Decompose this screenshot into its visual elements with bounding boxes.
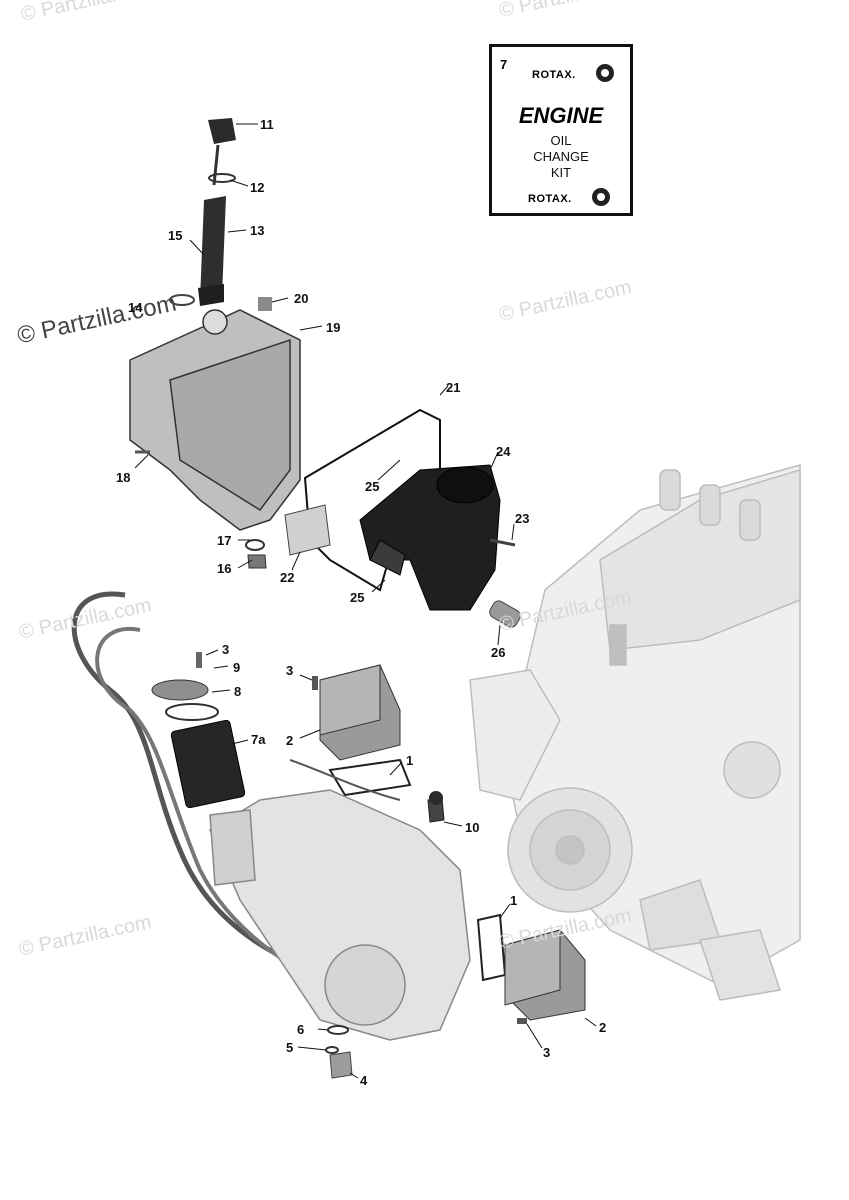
callout-label: 6 <box>297 1022 305 1037</box>
callout-label: 15 <box>168 228 183 243</box>
oil-change-kit-label: 7 ROTAX. ENGINE OIL CHANGE KIT ROTAX. <box>489 44 633 216</box>
callout-label: 5 <box>286 1040 294 1055</box>
engine-cover <box>129 309 301 531</box>
callout-label: 2 <box>599 1020 607 1035</box>
callout-label: 16 <box>217 561 232 576</box>
callout-label: 8 <box>234 684 242 699</box>
callout-label: 11 <box>260 117 274 132</box>
callout-label: 21 <box>446 380 461 395</box>
callout-label: 24 <box>496 444 511 459</box>
callout-label: 23 <box>515 511 530 526</box>
kit-line: OIL <box>550 133 572 148</box>
callout-label: 4 <box>360 1073 368 1088</box>
oil-cooler-lower <box>504 929 586 1021</box>
callout-label: 3 <box>286 663 294 678</box>
callout-label: 3 <box>543 1045 551 1060</box>
callout-label: 18 <box>116 470 131 485</box>
engine-block-ghost <box>469 464 801 1001</box>
lower-crankcase-cover <box>209 789 471 1041</box>
kit-item-number: 7 <box>500 57 508 72</box>
callout-label: 9 <box>233 660 241 675</box>
callout-label: 14 <box>128 300 143 315</box>
hoses <box>71 591 301 968</box>
kit-title: ENGINE <box>518 103 604 128</box>
callout-label: 26 <box>491 645 506 660</box>
callout-label: 25 <box>350 590 365 605</box>
oil-cooler-upper <box>312 664 401 761</box>
oil-pump-housing <box>359 464 501 611</box>
brp-badge-icon <box>596 64 614 82</box>
callout-label: 12 <box>250 180 265 195</box>
callout-label: 1 <box>510 893 518 908</box>
rotax-logo: ROTAX. <box>528 193 572 205</box>
callout-label: 17 <box>217 533 232 548</box>
callout-label: 10 <box>465 820 480 835</box>
leader-lines <box>134 123 597 1079</box>
kit-line: KIT <box>550 165 572 180</box>
callout-label: 7a <box>251 732 266 747</box>
dipstick-assembly <box>169 118 272 311</box>
callout-label: 25 <box>365 479 380 494</box>
kit-line: CHANGE <box>533 149 589 164</box>
callout-label: 1 <box>406 753 414 768</box>
callout-label: 20 <box>294 291 309 306</box>
callout-label: 3 <box>222 642 230 657</box>
callout-label: 13 <box>250 223 265 238</box>
brp-badge-icon <box>592 188 610 206</box>
rotax-logo: ROTAX. <box>532 69 576 81</box>
callout-label: 19 <box>326 320 341 335</box>
callout-label: 2 <box>286 733 294 748</box>
callout-label: 22 <box>280 570 295 585</box>
